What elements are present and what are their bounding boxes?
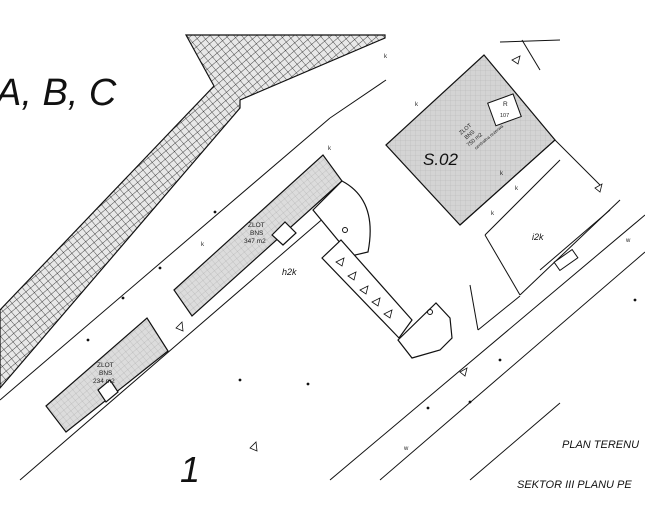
zone-label-i2k: i2k	[532, 232, 544, 242]
marker-r-box	[487, 93, 522, 127]
triangle-marks	[175, 55, 603, 452]
road-lines	[0, 39, 645, 481]
svg-text:234 m2: 234 m2	[93, 378, 115, 385]
svg-text:k: k	[500, 171, 504, 177]
building-1-label: ZLOT BNS 347 m2	[244, 222, 266, 245]
svg-text:347 m2: 347 m2	[244, 238, 266, 245]
building-2-annex	[97, 379, 119, 403]
svg-text:k: k	[328, 146, 332, 152]
svg-text:R: R	[503, 101, 508, 108]
zone-label-h2k: h2k	[282, 267, 297, 277]
zone-label-s02: S.02	[423, 150, 459, 169]
building-2	[45, 317, 169, 433]
svg-text:k: k	[384, 54, 388, 60]
point-labels: k k k k k k k w w	[201, 54, 631, 452]
walkway-arrows	[335, 257, 393, 319]
sector-number: 1	[180, 449, 200, 490]
svg-text:w: w	[403, 446, 409, 452]
svg-text:ZLOT: ZLOT	[97, 362, 114, 369]
svg-text:k: k	[491, 211, 495, 217]
hatched-strip	[0, 34, 386, 389]
marker-r-label: R 107	[500, 101, 509, 119]
plan-subtitle: SEKTOR III PLANU PE	[517, 479, 632, 491]
plan-title: PLAN TERENU	[562, 439, 639, 451]
survey-marks	[86, 210, 637, 410]
svg-text:w: w	[625, 238, 631, 244]
svg-text:ZLOT: ZLOT	[248, 222, 265, 229]
building-1-annex	[271, 221, 297, 246]
building-2-label: ZLOT BNS 234 m2	[93, 362, 115, 385]
zone-boundaries	[459, 139, 621, 331]
svg-text:BNS: BNS	[99, 370, 113, 377]
svg-text:BNS: BNS	[250, 230, 264, 237]
lower-pavilion	[397, 302, 453, 359]
svg-text:k: k	[201, 242, 205, 248]
area-label: A, B, C	[0, 72, 117, 114]
svg-text:k: k	[415, 102, 419, 108]
canopy-pavilion	[312, 180, 371, 257]
svg-text:k: k	[515, 186, 519, 192]
svg-text:107: 107	[500, 113, 509, 119]
